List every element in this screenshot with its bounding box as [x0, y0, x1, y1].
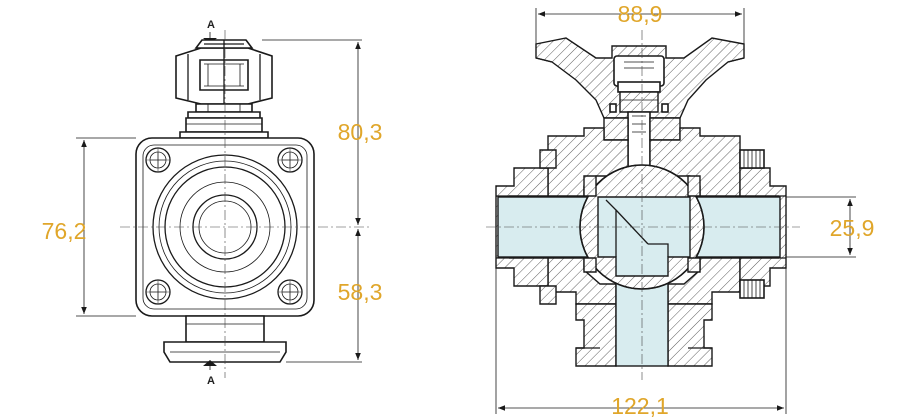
- section-label-bottom: A: [207, 375, 215, 387]
- dim-text-front-height-total: 80,3: [338, 119, 383, 145]
- dim-text-section-width-bottom: 122,1: [611, 393, 669, 419]
- section-marker-bottom: A: [203, 360, 217, 387]
- dim-front-width: 76,2: [42, 137, 136, 317]
- section-label-top: A: [207, 19, 215, 31]
- front-bottom-flange: [163, 315, 287, 363]
- section-view: 88,9 25,9 122,1: [486, 1, 874, 419]
- dim-text-section-width-top: 88,9: [618, 1, 663, 27]
- dim-text-front-height-lower: 58,3: [338, 279, 383, 305]
- dim-section-bore: 25,9: [786, 196, 875, 258]
- dim-front-height-lower: 58,3: [286, 229, 383, 363]
- front-collar: [179, 117, 269, 139]
- dim-section-width-bottom: 122,1: [495, 268, 787, 419]
- dim-text-section-bore: 25,9: [830, 215, 875, 241]
- dim-front-height-total: 80,3: [262, 39, 383, 225]
- dim-section-width-top: 88,9: [535, 1, 745, 44]
- right-fitting-lower: [739, 279, 765, 299]
- section-handle: [535, 37, 745, 119]
- seat-rings: [583, 175, 701, 273]
- front-handle: [175, 39, 273, 119]
- right-fitting-upper: [739, 149, 765, 169]
- section-ball: [579, 164, 705, 290]
- front-view: A: [42, 19, 383, 387]
- dim-text-front-width: 76,2: [42, 218, 87, 244]
